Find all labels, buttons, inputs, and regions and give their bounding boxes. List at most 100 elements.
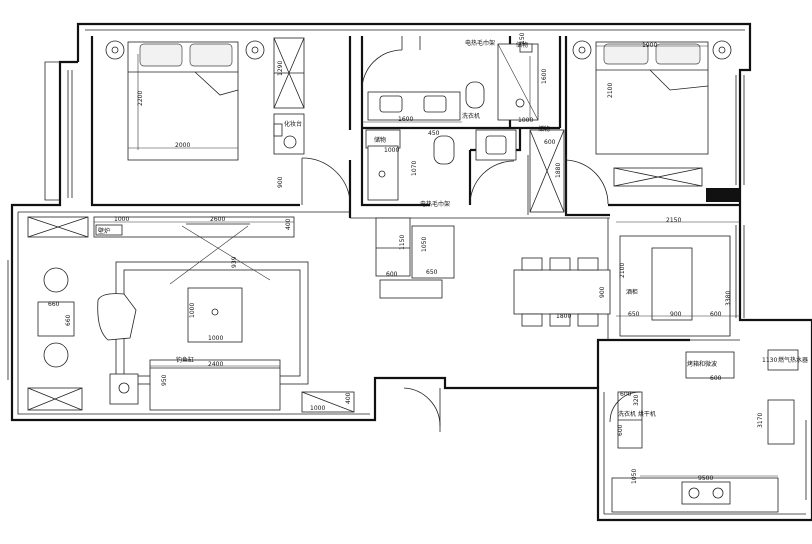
dim-450: 450 — [428, 130, 440, 137]
label-oven-microwave: 烤箱和微波 — [687, 360, 717, 368]
label-fireplace: 壁炉 — [98, 227, 110, 235]
dim-650b: 650 — [628, 311, 640, 318]
second-bedroom — [529, 40, 732, 213]
dim-600d: 600 — [710, 375, 722, 382]
dim-2600: 2600 — [210, 216, 225, 223]
dim-1800: 1800 — [556, 313, 571, 320]
dim-1600a: 1600 — [398, 116, 413, 123]
dimension-lines — [94, 45, 778, 477]
dim-650a: 650 — [426, 269, 438, 276]
corridor-cabinet-1 — [375, 217, 411, 277]
toilet-2 — [433, 135, 455, 165]
label-washer-dryer: 洗衣机 — [462, 112, 480, 120]
double-vanity — [367, 91, 461, 121]
shoe-cabinet — [379, 279, 443, 299]
dim-2100b: 2100 — [619, 263, 626, 278]
dim-1050b: 1050 — [631, 469, 638, 484]
bath-door-swing — [361, 49, 403, 91]
kitchen-counter — [611, 477, 779, 513]
dim-1000f: 1000 — [310, 405, 325, 412]
master-bath — [361, 36, 539, 121]
dim-1000b: 1000 — [384, 147, 399, 154]
fixture-labels: 电热毛巾架 储物 化妆台 洗衣机 储物 储物 电热毛巾架 壁炉 钓鱼缸 酒柜 烤… — [98, 39, 808, 418]
dim-3380: 3380 — [725, 291, 732, 306]
lamp-3 — [572, 40, 592, 60]
dining-area — [513, 235, 731, 337]
dimension-labels: 150 1900 1600 1600 1000 2200 1290 2000 9… — [48, 32, 777, 484]
lamp-4 — [712, 40, 732, 60]
label-fishtank: 钓鱼缸 — [176, 356, 194, 364]
bedroom2-door-swing — [565, 159, 609, 205]
label-water-heater: 燃气热水器 — [778, 356, 808, 364]
kitchen — [609, 349, 799, 513]
dim-1050: 1050 — [421, 237, 428, 252]
stool-1 — [43, 267, 69, 293]
kitchen-island — [651, 247, 693, 321]
dim-2200: 2200 — [137, 91, 144, 106]
dim-900a: 900 — [277, 176, 284, 188]
dim-1600b: 1600 — [541, 69, 548, 84]
dim-2000: 2000 — [175, 142, 190, 149]
fireplace-box — [95, 224, 123, 236]
dim-1070: 1070 — [411, 161, 418, 176]
dim-400b: 400 — [345, 392, 352, 404]
dim-1880: 1880 — [555, 163, 562, 178]
pillow-left — [139, 43, 183, 67]
label-dishwasher: 洗衣机 烘干机 — [618, 410, 656, 418]
oven-microwave — [685, 351, 735, 379]
armchair — [97, 293, 137, 341]
chair-1 — [521, 257, 543, 271]
dim-1900: 1900 — [642, 42, 657, 49]
dim-2400: 2400 — [208, 361, 223, 368]
dim-1000d: 1000 — [189, 303, 196, 318]
toilet-master — [465, 81, 485, 109]
cooktop — [681, 481, 731, 505]
nightstand-lamp-left — [105, 40, 125, 60]
sink-kitchen — [767, 399, 795, 445]
dim-3170: 3170 — [757, 413, 764, 428]
label-bar: 酒柜 — [626, 288, 638, 296]
label-storage-right: 储物 — [538, 125, 550, 133]
dim-1000e: 1000 — [208, 335, 223, 342]
second-bath — [365, 129, 517, 206]
water-heater-box — [767, 349, 799, 371]
dining-table — [513, 269, 611, 315]
nightstand-lamp-right — [245, 40, 265, 60]
corridor-cabinet-2 — [411, 225, 455, 279]
dim-660b: 660 — [65, 314, 72, 326]
dim-320: 320 — [633, 394, 640, 406]
dim-150: 150 — [519, 32, 526, 44]
dim-1000c: 1000 — [114, 216, 129, 223]
stool-2 — [43, 342, 69, 368]
corridor-cabinets — [375, 217, 455, 299]
dim-1150: 1150 — [399, 235, 406, 250]
balcony-rail-right — [706, 188, 740, 202]
bath2-door-swing — [469, 160, 515, 206]
dim-600e: 600 — [620, 391, 632, 398]
bedroom-door-swing — [301, 157, 351, 201]
dim-600f: 600 — [617, 424, 624, 436]
label-storage-bath: 储物 — [374, 136, 386, 144]
dim-1000a: 1000 — [518, 117, 533, 124]
label-towel-rack-top: 电热毛巾架 — [465, 39, 495, 47]
dim-2150: 2150 — [666, 217, 681, 224]
dim-1290: 1290 — [277, 61, 284, 76]
dim-1130: 1130 — [762, 357, 777, 364]
dim-660a: 660 — [48, 301, 60, 308]
dim-950: 950 — [161, 374, 168, 386]
dim-900b: 900 — [599, 286, 606, 298]
shower-2 — [367, 145, 399, 201]
side-table — [37, 301, 75, 337]
label-towel-rack-bottom: 电热毛巾架 — [420, 200, 450, 208]
dim-400a: 400 — [285, 218, 292, 230]
pillow-right — [189, 43, 233, 67]
sink-2 — [475, 129, 517, 161]
dim-2100a: 2100 — [607, 83, 614, 98]
balcony-left — [44, 61, 73, 201]
dim-9500: 9500 — [698, 475, 713, 482]
dim-600c: 600 — [710, 311, 722, 318]
corner-table — [109, 373, 139, 405]
windows — [7, 75, 807, 500]
dim-600b: 600 — [386, 271, 398, 278]
